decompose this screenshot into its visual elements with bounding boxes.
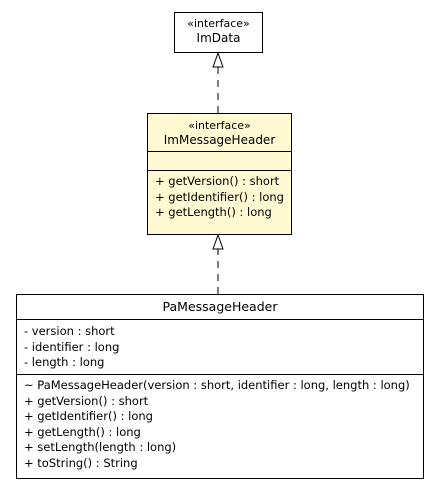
method-getlength: + getLength() : long [24, 424, 141, 439]
immessageheader-interface-box[interactable]: «interface» ImMessageHeader + getVersion… [147, 113, 292, 235]
realization-pamessageheader-to-immessageheader [212, 233, 224, 294]
field-identifier: - identifier : long [24, 339, 120, 354]
method-tostring: + toString() : String [24, 455, 138, 470]
pamessageheader-fields-compartment: - version : short - identifier : long - … [17, 319, 423, 374]
imdata-name: ImData [196, 31, 241, 45]
imdata-stereotype: «interface» [187, 17, 250, 30]
method-getversion: + getVersion() : short [155, 174, 280, 188]
pamessageheader-class-box[interactable]: PaMessageHeader - version : short - iden… [16, 294, 424, 479]
realization-immessageheader-to-imdata [212, 51, 224, 113]
immessageheader-methods-compartment: + getVersion() : short + getIdentifier()… [148, 170, 291, 224]
immessageheader-stereotype: «interface» [188, 119, 251, 132]
method-getversion: + getVersion() : short [24, 393, 149, 408]
field-length: - length : long [24, 355, 105, 369]
method-getidentifier: + getIdentifier() : long [155, 189, 284, 204]
method-getidentifier: + getIdentifier() : long [24, 409, 153, 423]
field-version: - version : short [24, 324, 115, 338]
immessageheader-fields-compartment [148, 151, 291, 170]
imdata-interface-box[interactable]: «interface» ImData [174, 12, 263, 53]
immessageheader-name: ImMessageHeader [163, 133, 276, 147]
method-setlength: + setLength(length : long) [24, 440, 177, 454]
pamessageheader-methods-compartment: ~ PaMessageHeader(version : short, ident… [17, 374, 423, 474]
pamessageheader-name: PaMessageHeader [162, 299, 278, 314]
constructor-pamessageheader: ~ PaMessageHeader(version : short, ident… [24, 378, 410, 392]
method-getlength: + getLength() : long [155, 205, 272, 219]
